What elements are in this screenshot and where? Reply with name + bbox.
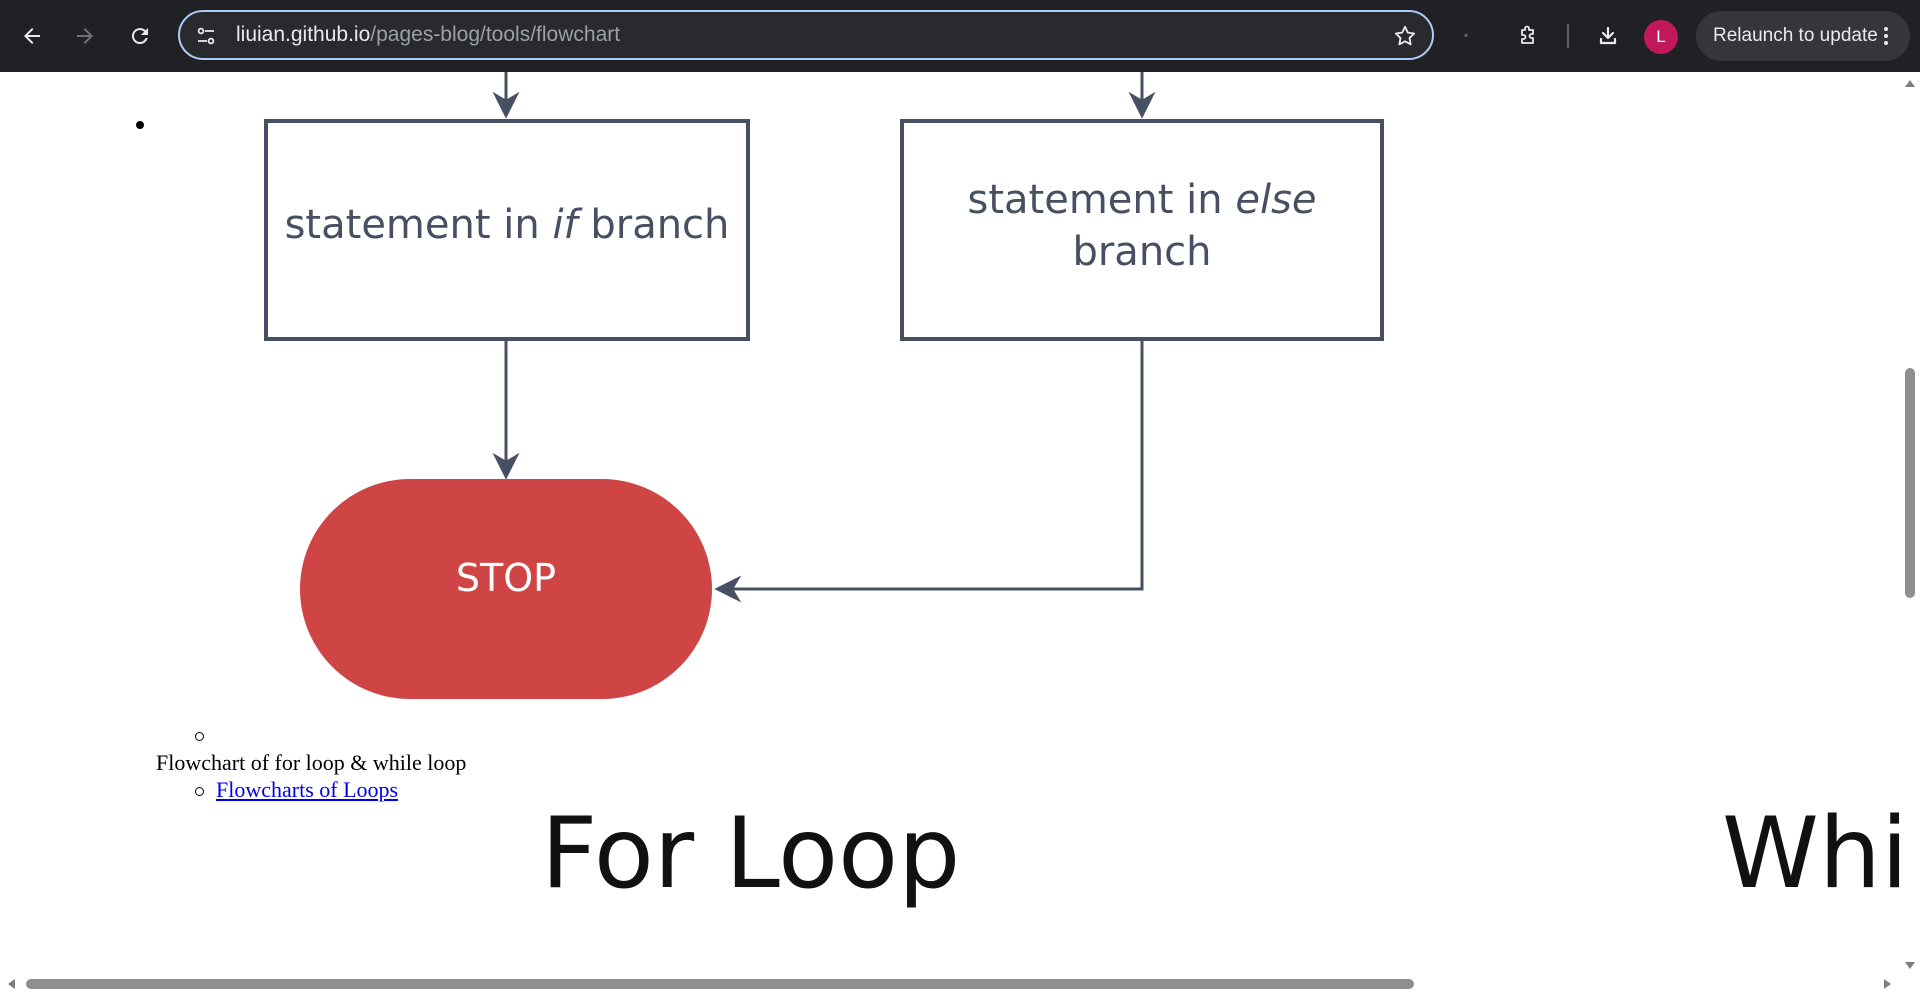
flowcharts-of-loops-link[interactable]: Flowcharts of Loops [216,777,399,802]
url-host: liuian.github.io [236,23,371,46]
extension-indicator-icon: ▪ [1464,28,1469,42]
if-branch-label: statement in if branch [270,199,744,251]
else-keyword: else [1235,177,1317,223]
if-label-prefix: statement in [284,202,553,248]
flowchart-svg [264,72,1384,699]
arrow-right-icon [77,28,93,44]
scroll-down-arrow[interactable] [1905,962,1915,969]
empty-sub-bullet [195,732,204,741]
stop-terminal [300,479,712,699]
scroll-right-arrow[interactable] [1884,979,1891,989]
reload-icon [131,28,148,45]
if-branch-box [264,119,750,341]
puzzle-icon [1521,25,1534,44]
else-branch-label: statement in else branch [902,174,1382,278]
list-item-loops: Flowchart of for loop & while loop [156,750,467,775]
relaunch-label: Relaunch to update [1713,25,1878,46]
else-branch-box [900,119,1384,341]
reload-button[interactable] [120,16,160,56]
if-label-suffix: branch [577,202,730,248]
list-bullet [136,121,144,129]
downloads-button[interactable] [1588,16,1628,56]
url-text[interactable]: liuian.github.io/pages-blog/tools/flowch… [236,12,620,58]
vertical-scrollbar[interactable] [1900,72,1920,975]
relaunch-button[interactable]: Relaunch to update [1696,11,1910,61]
if-else-flowchart: statement in if branch statement in else… [0,72,1900,712]
scroll-up-arrow[interactable] [1905,80,1915,87]
profile-avatar[interactable]: L [1644,20,1678,54]
arrow-left-icon [24,28,40,44]
else-label-line2: branch [1072,229,1212,275]
else-label-prefix: statement in [967,177,1236,223]
extensions-button[interactable] [1508,16,1548,56]
if-keyword: if [552,202,578,248]
for-loop-heading: For Loop [541,797,961,911]
page-content: statement in if branch statement in else… [0,72,1909,975]
forward-button[interactable] [65,16,105,56]
url-path: /pages-blog/tools/flowchart [370,23,621,46]
horizontal-scrollbar[interactable] [0,975,1920,993]
more-vert-icon[interactable] [1874,24,1898,48]
stop-label: STOP [455,556,557,600]
address-bar[interactable]: liuian.github.io/pages-blog/tools/flowch… [178,10,1434,60]
sub-bullet [195,787,204,796]
while-loop-heading: Whi [1722,797,1909,911]
back-button[interactable] [12,16,52,56]
toolbar-separator [1567,24,1569,48]
horizontal-scroll-thumb[interactable] [26,979,1414,989]
vertical-scroll-thumb[interactable] [1905,368,1915,598]
arrow-else-to-stop [714,339,1144,603]
scroll-left-arrow[interactable] [8,979,15,989]
star-icon[interactable] [1392,23,1418,49]
tune-icon[interactable] [194,24,218,48]
browser-toolbar: liuian.github.io/pages-blog/tools/flowch… [0,0,1920,72]
download-icon [1599,26,1617,45]
